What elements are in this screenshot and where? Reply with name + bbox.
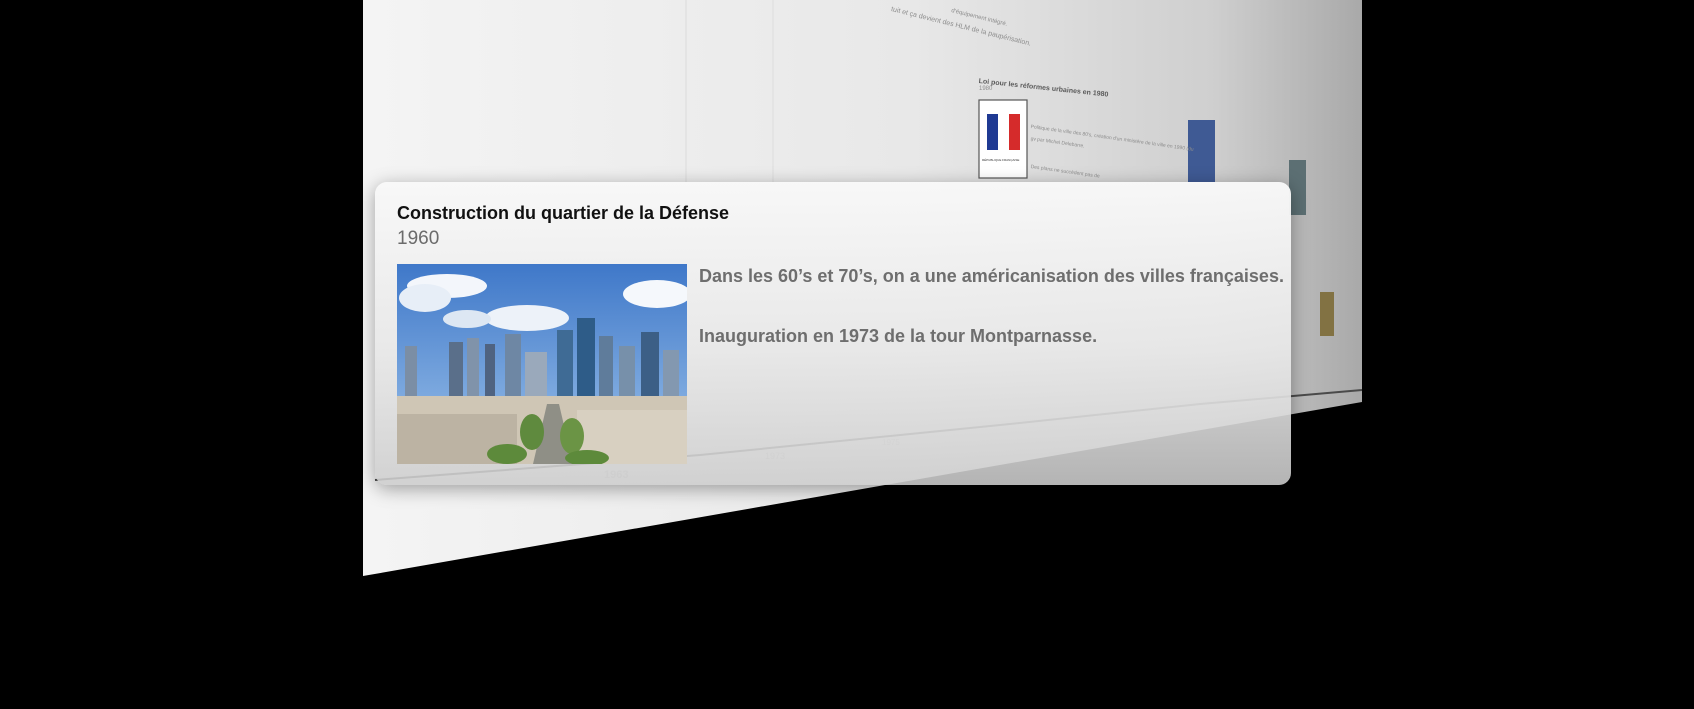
event-title: Construction du quartier de la Défense [397, 203, 730, 223]
event-year: 1960 [397, 228, 440, 249]
republique-logo-label: RÉPUBLIQUE FRANÇAISE [982, 158, 1020, 162]
la-defense-skyline-photo [397, 264, 687, 464]
event-description-2: Inauguration en 1973 de la tour Montparn… [699, 326, 1098, 346]
event-description-1: Dans les 60’s et 70’s, on a une américan… [699, 266, 1284, 286]
background-event-year: 1980 [979, 86, 993, 92]
event-detail-card[interactable]: Construction du quartier de la Défense 1… [375, 182, 1291, 485]
